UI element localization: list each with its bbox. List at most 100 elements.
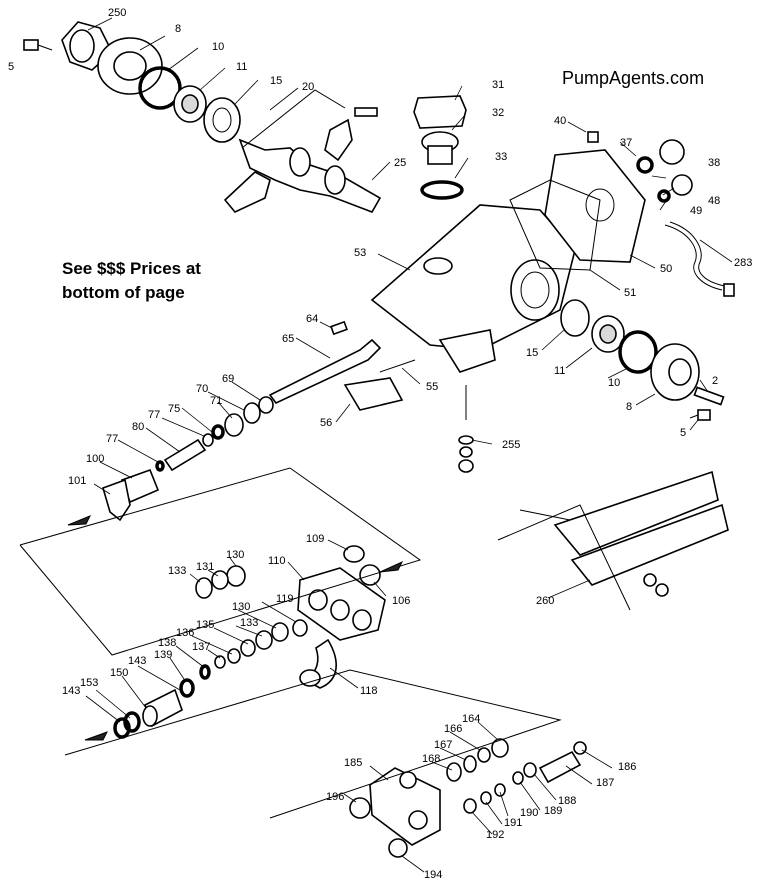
label-143-a: 143: [128, 655, 146, 667]
frame-line-middle: [19, 467, 422, 656]
label-50: 50: [660, 263, 672, 275]
label-33: 33: [495, 151, 507, 163]
label-20: 20: [302, 81, 314, 93]
label-70: 70: [196, 383, 208, 395]
label-196: 196: [326, 791, 344, 803]
label-166: 166: [444, 723, 462, 735]
seal-case-150: [142, 688, 183, 728]
label-191: 191: [504, 817, 522, 829]
oring-10: [138, 66, 182, 110]
stud-55: [379, 359, 416, 373]
valves-130-133: [195, 565, 246, 599]
label-130-a: 130: [226, 549, 244, 561]
bolt-5-right: [689, 409, 711, 421]
valves-130-133-lower: [214, 622, 289, 669]
label-8-top: 8: [175, 23, 181, 35]
label-109: 109: [306, 533, 324, 545]
label-5-right: 5: [680, 427, 686, 439]
label-153: 153: [80, 677, 98, 689]
label-192: 192: [486, 829, 504, 841]
sight-glass-37: [636, 139, 685, 174]
label-69: 69: [222, 373, 234, 385]
label-164: 164: [462, 713, 480, 725]
connecting-rod-20: [223, 107, 378, 213]
label-138: 138: [158, 637, 176, 649]
bolt-5-top: [23, 39, 53, 51]
label-80: 80: [132, 421, 144, 433]
label-135: 135: [196, 619, 214, 631]
label-189: 189: [544, 805, 562, 817]
bolt-40: [587, 131, 599, 143]
leader-lines: [85, 17, 733, 873]
label-143-b: 143: [62, 685, 80, 697]
unloader-parts-164-168: [446, 738, 509, 782]
washers-69-70: [224, 396, 274, 437]
rail-bracket-callout-frame: [497, 504, 631, 611]
price-note-line2: bottom of page: [62, 283, 185, 302]
retainer-100-101: [102, 468, 160, 522]
oring-33: [420, 180, 464, 200]
label-38: 38: [708, 157, 720, 169]
label-131: 131: [196, 561, 214, 573]
bearing-flange-8: [97, 37, 163, 95]
label-5-top: 5: [8, 61, 14, 73]
label-37: 37: [620, 137, 632, 149]
drain-plug-48: [657, 174, 693, 203]
label-55: 55: [426, 381, 438, 393]
label-150: 150: [110, 667, 128, 679]
label-119: 119: [276, 593, 294, 605]
label-186: 186: [618, 761, 636, 773]
label-188: 188: [558, 795, 576, 807]
label-8-right: 8: [626, 401, 632, 413]
plug-196: [349, 797, 371, 819]
label-101: 101: [68, 475, 86, 487]
frame-arrow-lower: [84, 731, 109, 741]
label-136: 136: [176, 627, 194, 639]
unloader-rings-189-192: [463, 771, 524, 814]
label-51: 51: [624, 287, 636, 299]
label-130-b: 130: [232, 601, 250, 613]
nut-194: [388, 838, 408, 858]
crankcase-53: [370, 204, 576, 373]
label-11-top: 11: [236, 61, 247, 73]
rings-143-153: [113, 711, 141, 739]
label-2: 2: [712, 375, 718, 387]
washer-119: [292, 619, 308, 637]
key-2: [693, 386, 725, 406]
seals-136-139: [179, 664, 211, 698]
label-139: 139: [154, 649, 172, 661]
bearing-15-right: [560, 299, 590, 337]
label-185: 185: [344, 757, 362, 769]
seal-71-75: [202, 424, 225, 447]
stud-nut-washer-255: [458, 385, 474, 473]
label-250: 250: [108, 7, 126, 19]
label-75: 75: [168, 403, 180, 415]
label-190: 190: [520, 807, 538, 819]
label-53: 53: [354, 247, 366, 259]
oring-10-right: [618, 330, 658, 374]
rail-bracket-260: [519, 470, 729, 597]
bearing-11-right: [591, 315, 625, 353]
label-48: 48: [708, 195, 720, 207]
drain-hose-283: [664, 221, 735, 297]
rear-cover-50: [509, 149, 646, 271]
watermark: PumpAgents.com: [562, 68, 704, 88]
unloader-block-185: [369, 767, 441, 846]
label-133-b: 133: [240, 617, 258, 629]
manifold-110: [297, 567, 386, 641]
label-187: 187: [596, 777, 614, 789]
label-15-right: 15: [526, 347, 538, 359]
label-106: 106: [392, 595, 410, 607]
pin-64: [330, 320, 348, 336]
oil-cap-31: [413, 95, 467, 129]
label-71: 71: [210, 395, 222, 407]
label-77-a: 77: [148, 409, 160, 421]
label-25: 25: [394, 157, 406, 169]
label-283: 283: [734, 257, 752, 269]
label-15-top: 15: [270, 75, 282, 87]
dipstick-plug-32: [421, 131, 459, 165]
label-260: 260: [536, 595, 554, 607]
bearing-15: [203, 97, 241, 143]
frame-line-lower: [64, 669, 562, 819]
